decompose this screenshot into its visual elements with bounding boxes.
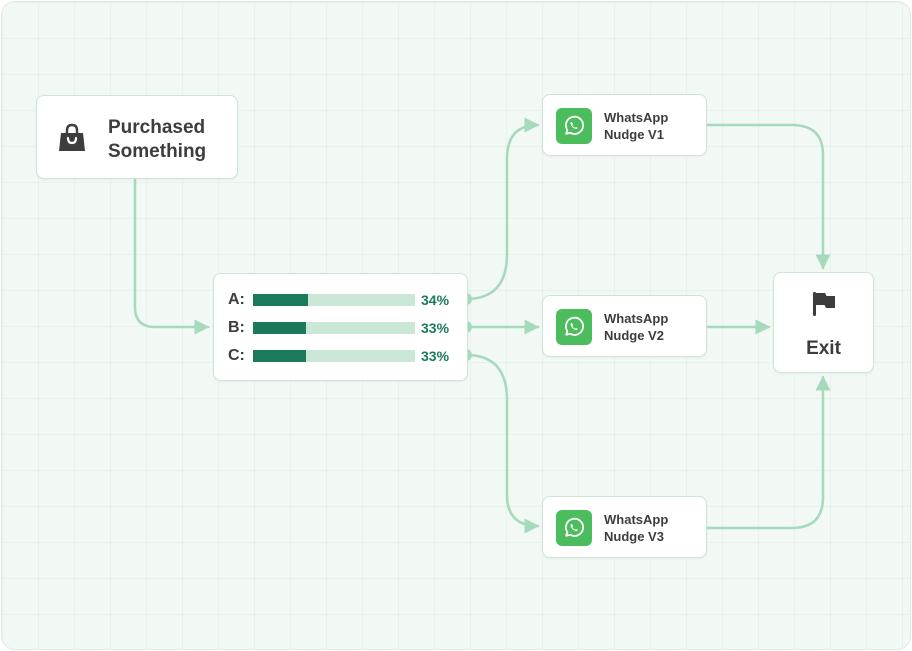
- connector-trigger-to-split: [133, 177, 210, 335]
- split-row-letter: C:: [228, 347, 245, 364]
- ab-split-node[interactable]: A: 34% B: 33% C: 33%: [213, 273, 468, 381]
- split-bar-track: [253, 294, 415, 306]
- split-row-percent: 34%: [421, 292, 450, 308]
- whatsapp-icon: [556, 309, 592, 345]
- split-row-letter: A:: [228, 291, 245, 308]
- split-row-c: C: 33%: [228, 346, 468, 366]
- action-node-whatsapp-v3[interactable]: WhatsApp Nudge V3: [542, 496, 707, 558]
- connector-a-to-v1: [464, 117, 540, 301]
- exit-label: Exit: [806, 338, 841, 359]
- split-row-b: B: 33%: [228, 318, 468, 338]
- trigger-label: Purchased Something: [108, 117, 207, 162]
- split-bar-track: [253, 350, 415, 362]
- split-row-a: A: 34%: [228, 290, 468, 310]
- action-node-whatsapp-v1[interactable]: WhatsApp Nudge V1: [542, 94, 707, 156]
- split-bar-track: [253, 322, 415, 334]
- action-label: WhatsApp Nudge V2: [604, 311, 669, 343]
- split-bar-fill: [253, 294, 309, 306]
- split-bar-fill: [253, 322, 307, 334]
- whatsapp-icon: [556, 510, 592, 546]
- split-row-percent: 33%: [421, 348, 450, 364]
- connector-c-to-v3: [464, 353, 540, 534]
- action-node-whatsapp-v2[interactable]: WhatsApp Nudge V2: [542, 295, 707, 357]
- connector-v3-to-exit: [704, 375, 831, 530]
- action-label: WhatsApp Nudge V3: [604, 512, 669, 544]
- trigger-node-purchased[interactable]: Purchased Something: [36, 95, 238, 179]
- split-row-letter: B:: [228, 319, 245, 336]
- connector-v1-to-exit: [704, 123, 831, 270]
- flag-icon: [811, 290, 837, 323]
- split-row-percent: 33%: [421, 320, 450, 336]
- action-label: WhatsApp Nudge V1: [604, 110, 669, 142]
- whatsapp-icon: [556, 108, 592, 144]
- shopping-bag-icon: [56, 122, 88, 154]
- exit-node[interactable]: Exit: [773, 272, 874, 373]
- split-bar-fill: [253, 350, 307, 362]
